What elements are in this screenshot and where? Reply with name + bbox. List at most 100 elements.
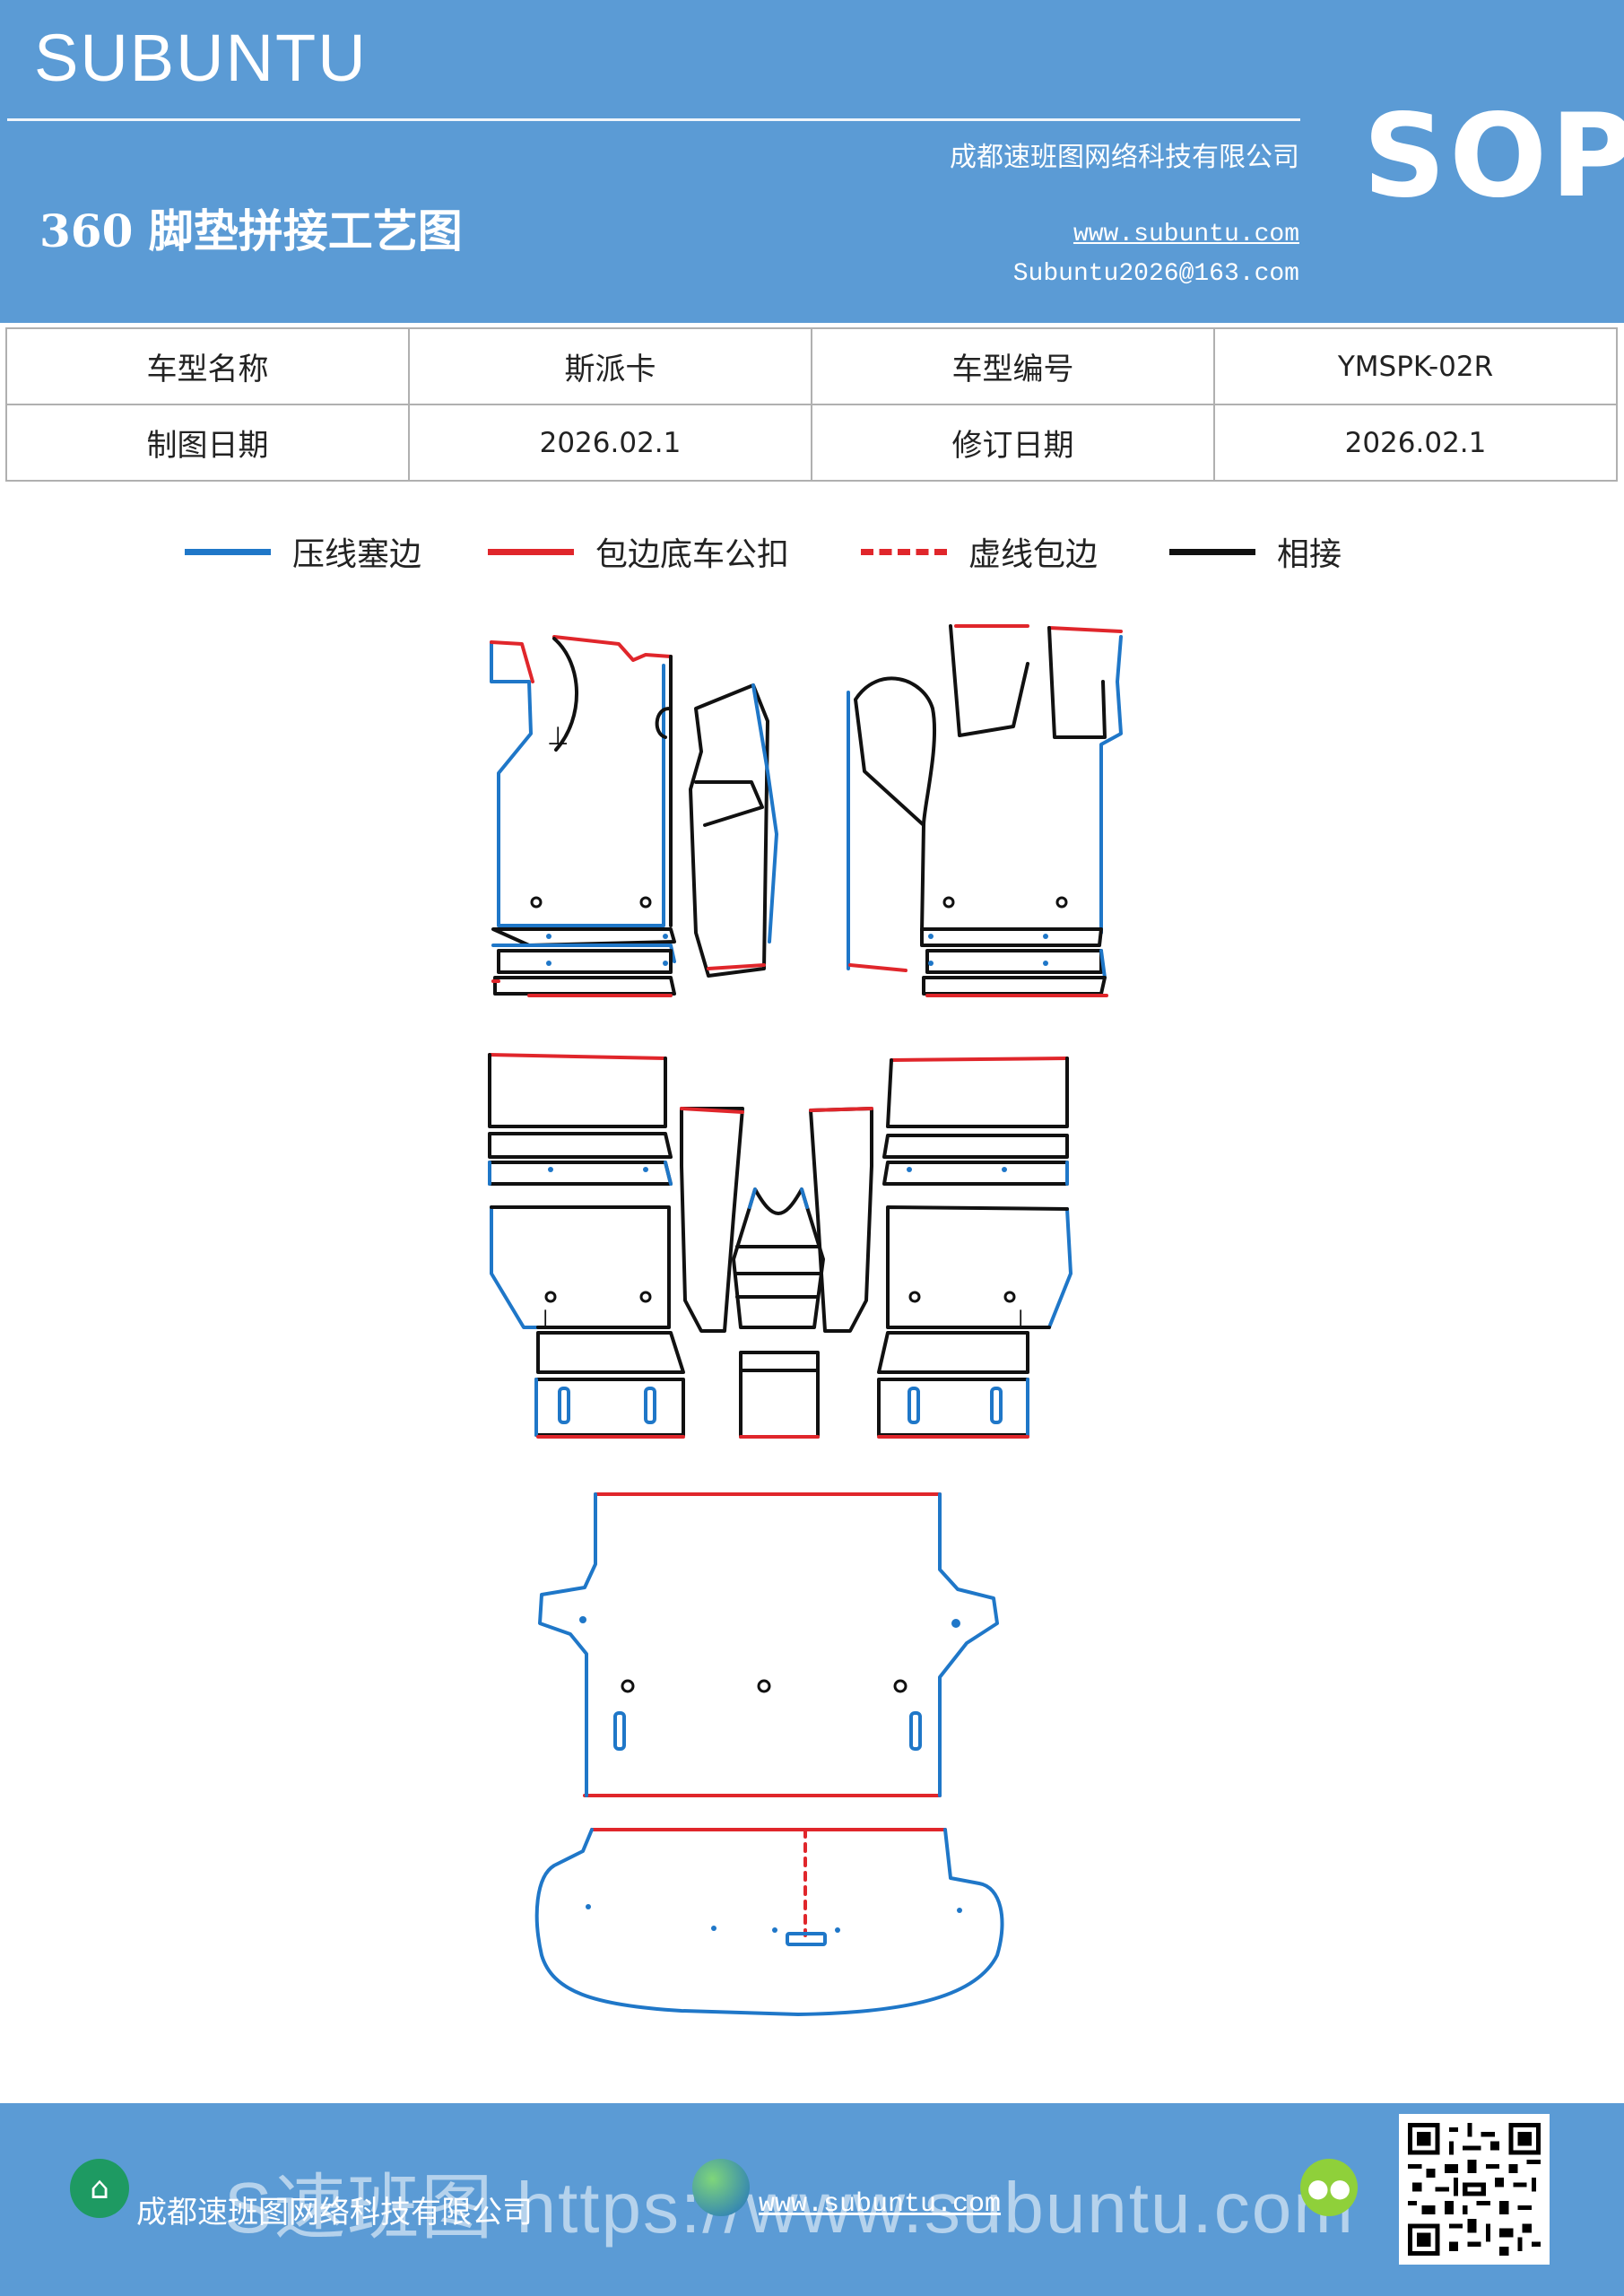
snap-dot xyxy=(548,1167,553,1172)
snap-hole xyxy=(893,1679,908,1693)
legend-item: 相接 xyxy=(1169,525,1342,578)
snap-hole xyxy=(908,1291,921,1303)
trunk-lower-mat xyxy=(534,1828,1004,2016)
snap-dot xyxy=(546,934,551,939)
brand-logo-text: SUBUNTU xyxy=(34,21,368,95)
second-row-right-body-joint xyxy=(886,1205,1069,1329)
footer-company-name: 成都速班图网络科技有限公司 xyxy=(136,2195,533,2231)
second-row-left-body xyxy=(490,1205,540,1329)
website-link[interactable]: www.subuntu.com xyxy=(1073,221,1299,248)
second-row-right-body xyxy=(1047,1207,1073,1329)
legend-item: 虚线包边 xyxy=(861,525,1098,578)
front-left-strip-5 xyxy=(491,979,673,997)
front-left-mat-joint xyxy=(552,637,673,927)
snap-dot xyxy=(1002,1167,1007,1172)
footer-banner: ⌂ S速班图 https://www.subuntu.com 成都速班图网络科技… xyxy=(0,2103,1624,2296)
legend-swatch xyxy=(1169,548,1255,555)
second-row-left-slot xyxy=(644,1387,656,1424)
front-left-mat-outline-edge xyxy=(490,635,673,683)
front-right-mat-outline-press xyxy=(847,635,1123,970)
qr-code-icon xyxy=(1399,2114,1550,2265)
snap-hole xyxy=(1003,1291,1016,1303)
front-left-strip-4 xyxy=(493,976,676,996)
second-row-left-strip-b xyxy=(488,1161,673,1186)
legend-swatch xyxy=(488,548,574,555)
front-left-side-strip-edge xyxy=(707,963,766,970)
info-table-cell: 斯派卡 xyxy=(408,327,812,405)
front-left-mat: ⊥ xyxy=(490,635,778,997)
snap-hole xyxy=(757,1679,771,1693)
second-row-left-mat: ⊥ xyxy=(488,1053,685,1439)
second-row-right-low xyxy=(877,1331,1029,1374)
trunk-lower-handle xyxy=(786,1932,827,1946)
legend-item: 压线塞边 xyxy=(185,525,421,578)
legend-label: 压线塞边 xyxy=(292,536,422,573)
snap-dot xyxy=(586,1904,591,1909)
sop-badge: SOP xyxy=(1363,90,1624,223)
tunnel-center-press xyxy=(748,1187,809,1209)
footer-website-link[interactable]: www.subuntu.com xyxy=(759,2189,1002,2220)
legend-label: 包边底车公扣 xyxy=(595,536,790,573)
front-left-side-strip-joint xyxy=(694,780,764,827)
front-right-strip-1 xyxy=(920,927,1103,947)
tunnel-left-strip-edge xyxy=(680,1107,744,1114)
stitch-mark: ⊥ xyxy=(1010,1304,1031,1334)
second-row-right-mat: ⊥ xyxy=(877,1057,1073,1439)
snap-hole xyxy=(1055,896,1068,909)
second-row-right-slot xyxy=(908,1387,920,1424)
trunk-upper-mat xyxy=(538,1492,999,1797)
snap-dot xyxy=(663,961,668,966)
snap-dot xyxy=(907,1167,912,1172)
second-row-left-strip-a xyxy=(488,1132,673,1159)
building-icon: ⌂ xyxy=(70,2159,129,2218)
tunnel-right-strip xyxy=(809,1107,873,1333)
info-table-cell: 车型编号 xyxy=(811,327,1215,405)
snap-dot xyxy=(957,1908,962,1913)
second-row-right-strip-a xyxy=(882,1134,1069,1159)
stitch-mark: ⊥ xyxy=(534,1304,556,1334)
tunnel-foot xyxy=(739,1351,820,1439)
snap-dot xyxy=(663,934,668,939)
tunnel-center-joint-a xyxy=(734,1245,821,1299)
snap-dot xyxy=(579,1616,586,1623)
snap-dot xyxy=(928,961,934,966)
globe-icon xyxy=(692,2159,750,2216)
trunk-upper-slot xyxy=(909,1711,922,1751)
front-left-strip-1 xyxy=(491,927,676,947)
snap-dot xyxy=(643,1167,648,1172)
second-row-left-body-joint xyxy=(490,1205,671,1329)
front-right-strip-4 xyxy=(922,976,1107,996)
floor-mat-diagram: ⊥ xyxy=(488,624,1123,2016)
front-left-strip-2 xyxy=(491,944,676,963)
wechat-icon[interactable]: ●● xyxy=(1300,2159,1358,2216)
second-row-left-low xyxy=(536,1331,685,1374)
snap-hole xyxy=(942,896,955,909)
second-row-left-top-edge xyxy=(488,1053,667,1060)
front-right-strip-2 xyxy=(925,949,1103,974)
second-row-right-strip-b xyxy=(882,1161,1069,1186)
front-left-mat-outline-press xyxy=(490,640,665,927)
snap-hole xyxy=(544,1291,557,1303)
info-table-cell: YMSPK-02R xyxy=(1213,327,1618,405)
second-row-left-strip-press xyxy=(488,1161,673,1186)
snap-dot xyxy=(928,934,934,939)
footer-watermark: S速班图 https://www.subuntu.com xyxy=(224,2168,1355,2248)
legend-swatch xyxy=(861,548,947,555)
info-table-cell: 车型名称 xyxy=(5,327,410,405)
trunk-lower-press xyxy=(534,1828,1004,2016)
snap-hole xyxy=(621,1679,635,1693)
info-table-cell: 制图日期 xyxy=(5,404,410,482)
company-name: 成都速班图网络科技有限公司 xyxy=(950,142,1299,173)
front-right-mat xyxy=(847,624,1123,997)
trunk-upper-slot xyxy=(613,1711,626,1751)
second-row-right-top-edge xyxy=(890,1057,1069,1062)
front-right-strip-3 xyxy=(1099,949,1107,979)
legend-label: 相接 xyxy=(1277,536,1342,573)
trunk-upper-press xyxy=(538,1492,999,1797)
header-divider xyxy=(7,118,1300,121)
tunnel-center xyxy=(732,1187,825,1329)
front-right-mat-outline-edge xyxy=(848,624,1123,972)
email-address: Subuntu2026@163.com xyxy=(1012,260,1299,288)
